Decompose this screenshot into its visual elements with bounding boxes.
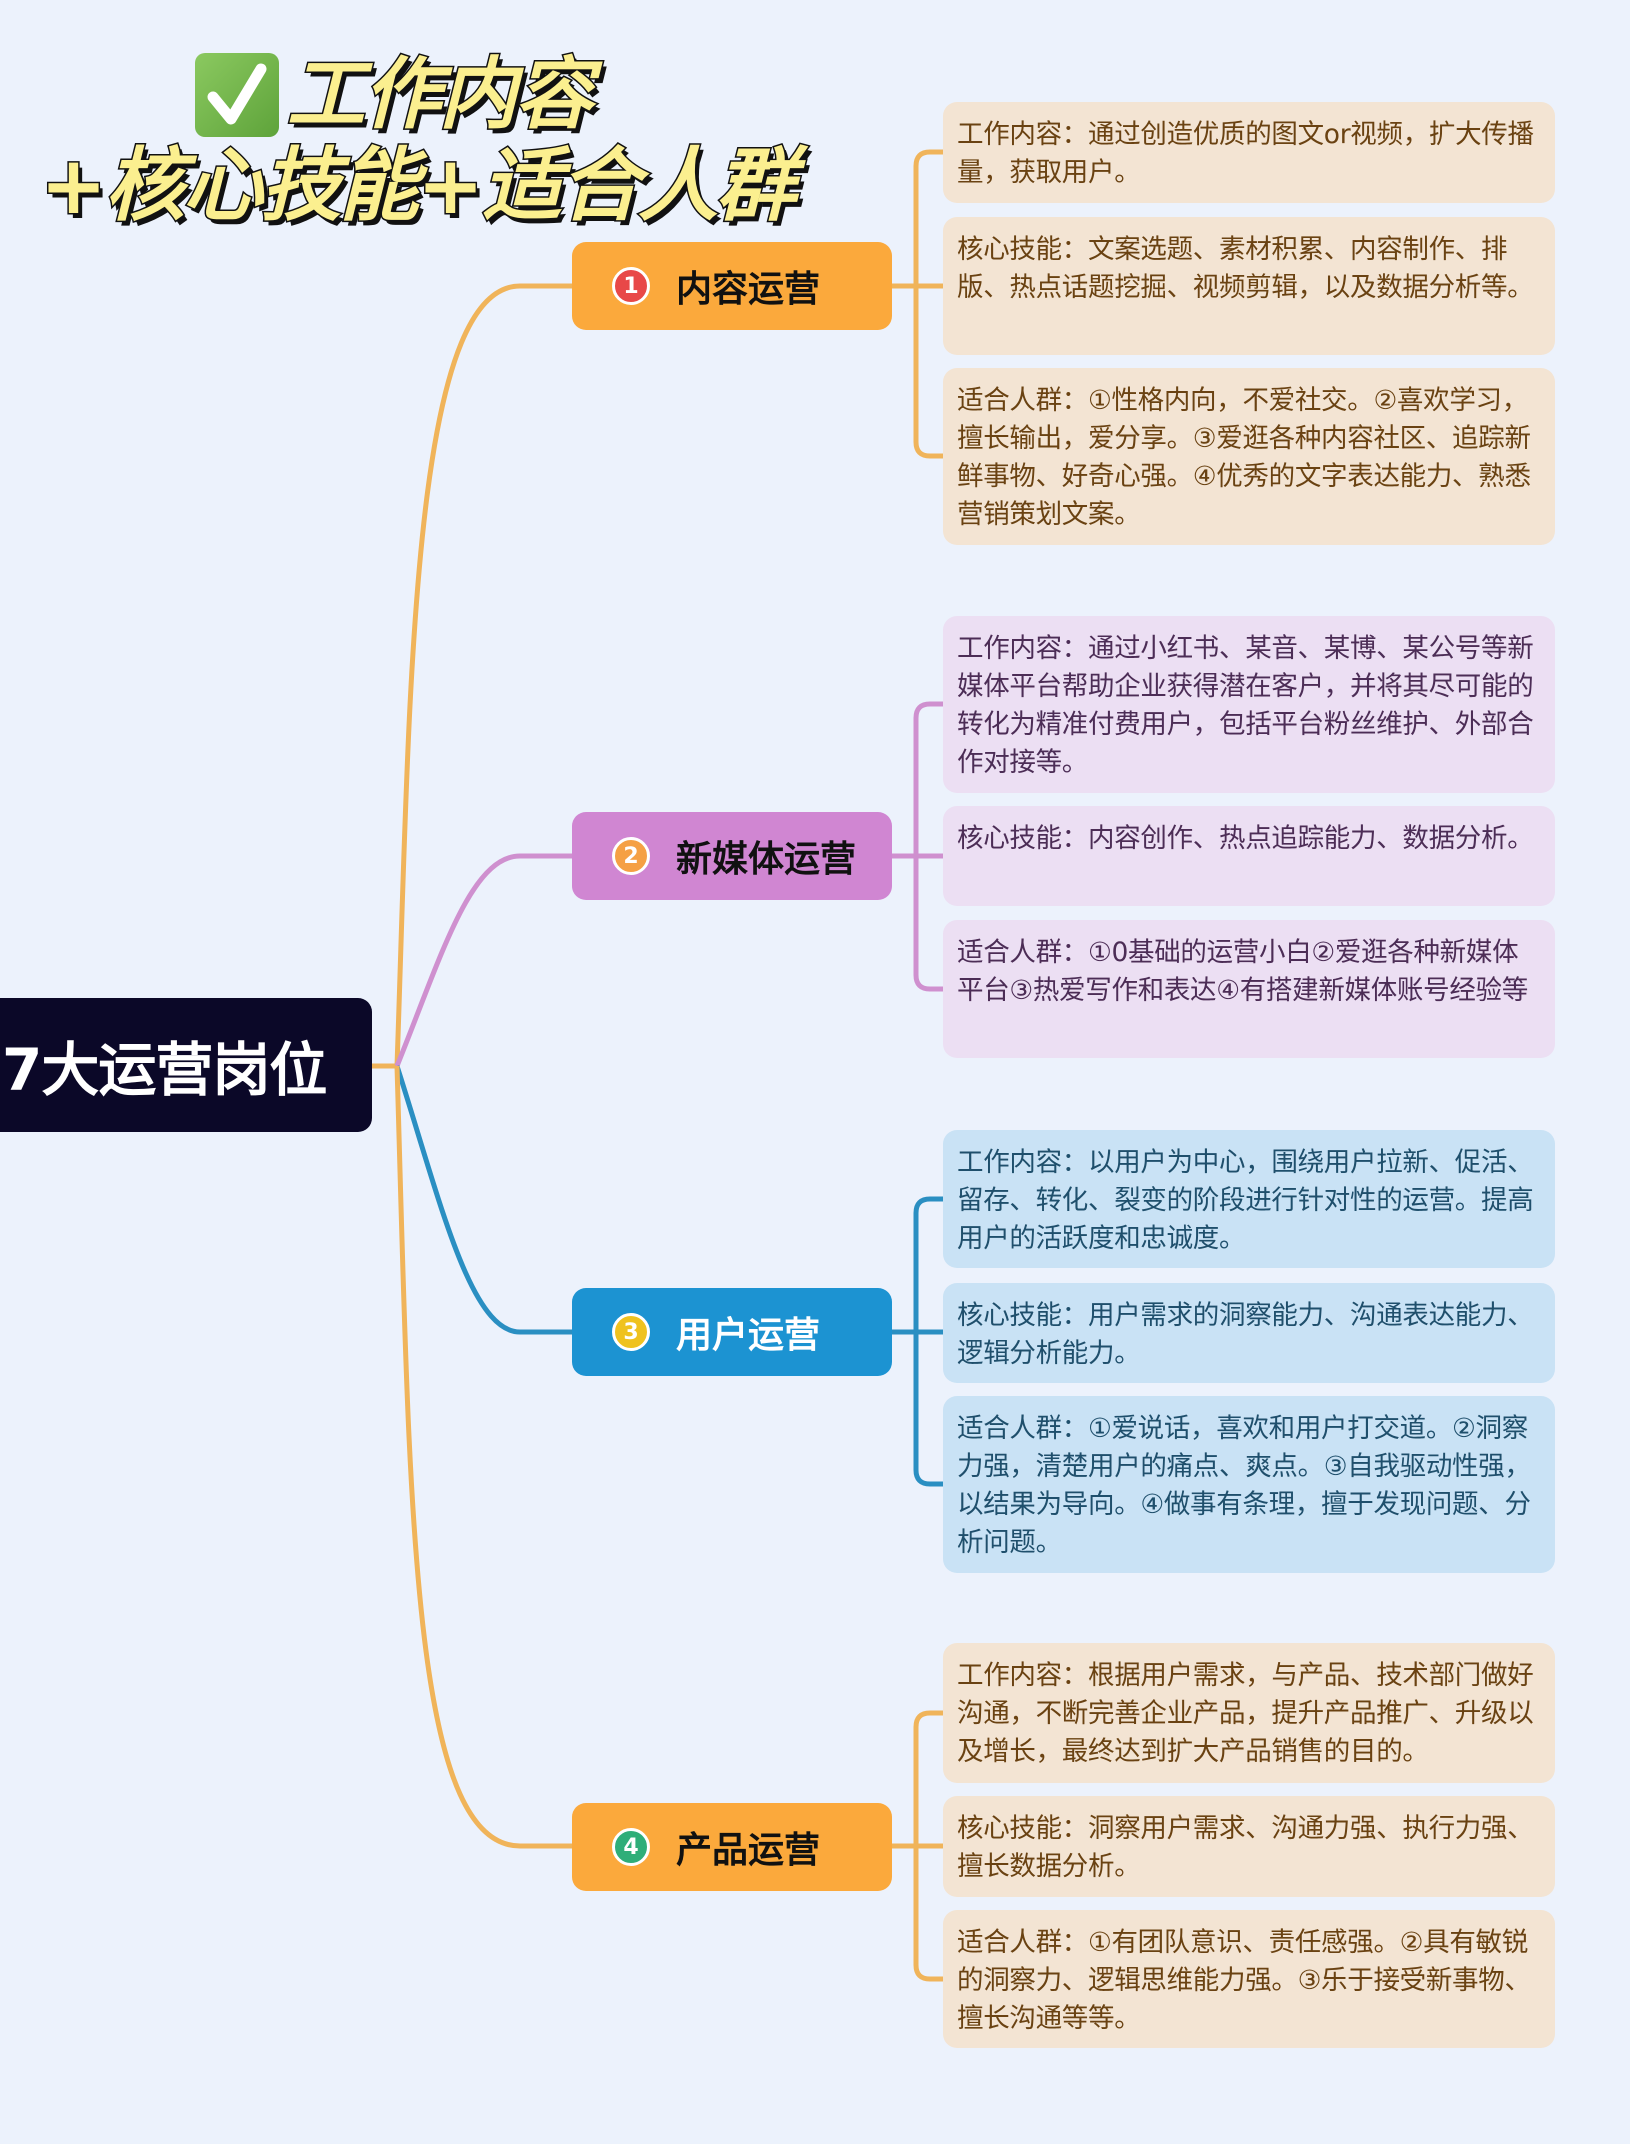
leaf-suitable-people: 适合人群：①性格内向，不爱社交。②喜欢学习，擅长输出，爱分享。③爱逛各种内容社区… bbox=[943, 368, 1555, 545]
leaf-work-content: 工作内容：以用户为中心，围绕用户拉新、促活、留存、转化、裂变的阶段进行针对性的运… bbox=[943, 1130, 1555, 1268]
root-label: 7大运营岗位 bbox=[2, 1036, 327, 1104]
leaf-suitable-people: 适合人群：①有团队意识、责任感强。②具有敏锐的洞察力、逻辑思维能力强。③乐于接受… bbox=[943, 1910, 1555, 2048]
title-text-1: 工作内容 bbox=[285, 49, 594, 142]
leaf-suitable-people: 适合人群：①0基础的运营小白②爱逛各种新媒体平台③热爱写作和表达④有搭建新媒体账… bbox=[943, 920, 1555, 1058]
branch-label: 用户运营 bbox=[676, 1315, 821, 1356]
number-badge-icon: 3 bbox=[612, 1313, 650, 1351]
title-line-2: +核心技能+适合人群 bbox=[38, 138, 797, 234]
branch-node-product-ops[interactable]: 4 产品运营 bbox=[572, 1803, 892, 1891]
branch-node-user-ops[interactable]: 3 用户运营 bbox=[572, 1288, 892, 1376]
leaf-suitable-people: 适合人群：①爱说话，喜欢和用户打交道。②洞察力强，清楚用户的痛点、爽点。③自我驱… bbox=[943, 1396, 1555, 1573]
branch-label: 产品运营 bbox=[676, 1830, 821, 1871]
branch-node-content-ops[interactable]: 1 内容运营 bbox=[572, 242, 892, 330]
branch-label: 内容运营 bbox=[676, 269, 821, 310]
title-line-1: 工作内容 bbox=[195, 48, 595, 142]
number-badge-icon: 1 bbox=[612, 267, 650, 305]
check-mark-icon bbox=[195, 53, 279, 137]
leaf-work-content: 工作内容：通过创造优质的图文or视频，扩大传播量，获取用户。 bbox=[943, 102, 1555, 203]
branch-label: 新媒体运营 bbox=[676, 839, 857, 880]
root-node[interactable]: 7大运营岗位 bbox=[0, 998, 372, 1132]
branch-node-new-media-ops[interactable]: 2 新媒体运营 bbox=[572, 812, 892, 900]
leaf-work-content: 工作内容：根据用户需求，与产品、技术部门做好沟通，不断完善企业产品，提升产品推广… bbox=[943, 1643, 1555, 1783]
leaf-core-skills: 核心技能：内容创作、热点追踪能力、数据分析。 bbox=[943, 806, 1555, 906]
leaf-core-skills: 核心技能：文案选题、素材积累、内容制作、排版、热点话题挖掘、视频剪辑，以及数据分… bbox=[943, 217, 1555, 355]
leaf-core-skills: 核心技能：用户需求的洞察能力、沟通表达能力、逻辑分析能力。 bbox=[943, 1283, 1555, 1383]
number-badge-icon: 4 bbox=[612, 1828, 650, 1866]
number-badge-icon: 2 bbox=[612, 837, 650, 875]
leaf-core-skills: 核心技能：洞察用户需求、沟通力强、执行力强、擅长数据分析。 bbox=[943, 1796, 1555, 1897]
leaf-work-content: 工作内容：通过小红书、某音、某博、某公号等新媒体平台帮助企业获得潜在客户，并将其… bbox=[943, 616, 1555, 793]
